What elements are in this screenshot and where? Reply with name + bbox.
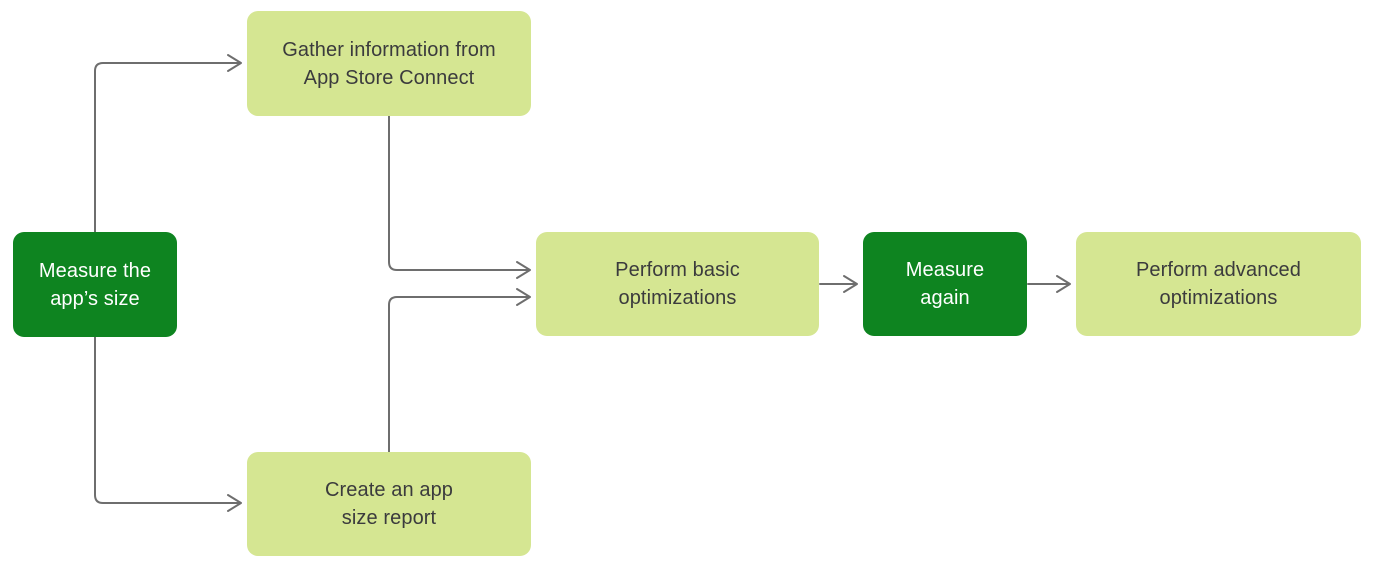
node-label-line: Perform basic [615,259,740,281]
node-measure-again: Measure again [863,232,1027,336]
node-perform-advanced-optimizations: Perform advanced optimizations [1076,232,1361,336]
arrow-perform-basic-to-measure-again [819,275,858,293]
arrow-measure-to-create-report [94,336,242,512]
node-gather-information: Gather information from App Store Connec… [247,11,531,116]
arrow-measure-again-to-perform-advanced [1027,275,1071,293]
node-label-line: Measure [905,259,985,281]
node-label-line: Measure the [38,259,152,282]
arrow-gather-to-perform-basic [388,115,531,279]
node-label-line: size report [341,507,437,529]
node-label-line: App Store Connect [303,66,475,89]
node-label-line: Create an app [324,479,454,501]
node-measure-app-size: Measure the app’s size [13,232,177,337]
node-label-line: again [920,287,970,309]
arrow-measure-to-gather [94,54,242,233]
node-create-app-size-report: Create an app size report [247,452,531,556]
node-label-line: optimizations [618,287,737,309]
node-perform-basic-optimizations: Perform basic optimizations [536,232,819,336]
node-label-line: Perform advanced [1135,259,1302,281]
arrow-create-report-to-perform-basic [388,288,531,453]
node-label-line: Gather information from [282,38,496,61]
node-label-line: optimizations [1159,287,1278,309]
node-label-line: app’s size [50,287,140,310]
